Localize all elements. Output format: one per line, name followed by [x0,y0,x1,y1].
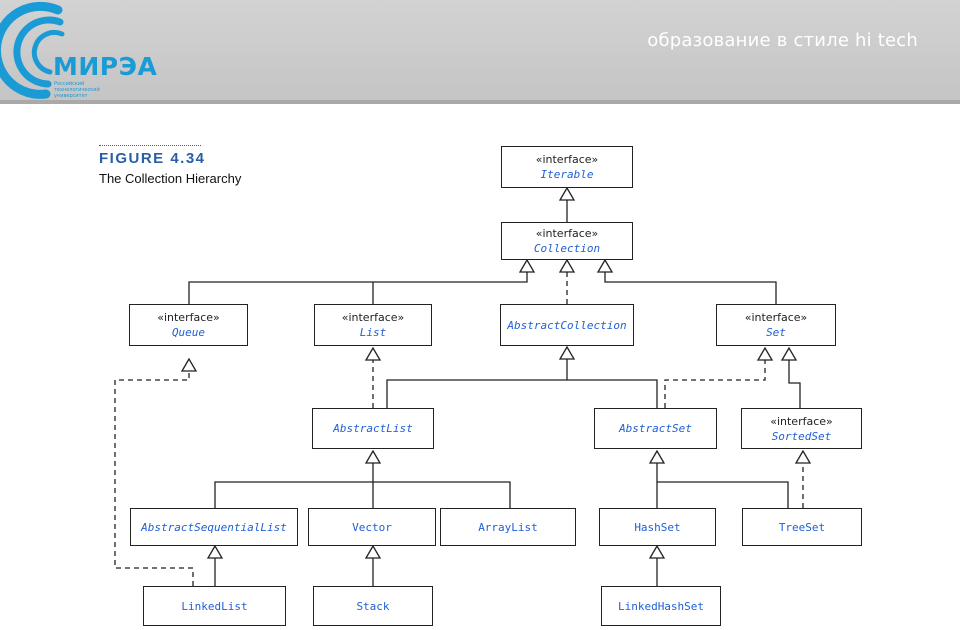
header-banner [0,0,960,104]
node-queue: «interface» Queue [129,304,248,346]
inheritance-arrow [649,450,665,464]
node-array-list: ArrayList [440,508,576,546]
node-tree-set: TreeSet [742,508,862,546]
node-stack-name: Stack [356,599,390,613]
node-queue-name: Queue [171,326,206,339]
node-hash-set-name: HashSet [634,520,681,534]
figure-caption: The Collection Hierarchy [99,171,242,186]
node-linked-list-name: LinkedList [181,599,248,613]
node-linked-list: LinkedList [143,586,286,626]
node-iterable: «interface» Iterable [501,146,633,188]
node-abstract-sequential-list: AbstractSequentialList [130,508,298,546]
inheritance-arrow [781,347,797,361]
inheritance-arrow [365,545,381,559]
node-array-list-name: ArrayList [478,520,538,534]
inheritance-arrow [559,187,575,201]
node-abstract-collection: AbstractCollection [500,304,634,346]
inheritance-arrow [207,545,223,559]
header-slogan: образование в стиле hi tech [647,30,918,51]
node-list-name: List [359,326,387,339]
inheritance-arrow [597,259,613,273]
node-linked-hash-set: LinkedHashSet [601,586,721,626]
figure-rule [99,145,201,146]
node-collection-name: Collection [533,242,601,255]
node-stack: Stack [313,586,433,626]
stereotype-label: «interface» [744,311,808,324]
header-divider [0,100,960,104]
inheritance-arrow [559,259,575,273]
inheritance-arrow [757,347,773,361]
node-abstract-collection-name: AbstractCollection [507,318,627,332]
node-iterable-name: Iterable [540,168,594,181]
mirea-logo: МИРЭА Российский технологический универс… [0,0,180,104]
inheritance-arrow [365,450,381,464]
inheritance-arrow [649,545,665,559]
node-vector: Vector [308,508,436,546]
node-list: «interface» List [314,304,432,346]
logo-arcs-icon [0,1,65,99]
logo-wordmark: МИРЭА [53,52,158,81]
inheritance-arrow [519,259,535,273]
node-abstract-set-name: AbstractSet [619,422,692,435]
stereotype-label: «interface» [535,153,599,166]
node-tree-set-name: TreeSet [778,520,826,534]
node-sorted-set: «interface» SortedSet [741,408,862,449]
node-collection: «interface» Collection [501,222,633,260]
node-set: «interface» Set [716,304,836,346]
figure-number: FIGURE 4.34 [99,150,206,167]
node-vector-name: Vector [352,520,392,534]
node-set-name: Set [766,326,786,339]
node-sorted-set-name: SortedSet [771,429,832,443]
inheritance-arrow [559,346,575,360]
node-linked-hash-set-name: LinkedHashSet [617,599,705,613]
logo-subtitle: Российский технологический университет [54,81,100,99]
inheritance-arrow [181,358,197,372]
stereotype-label: «interface» [157,311,220,324]
inheritance-arrow [795,450,811,464]
node-abstract-list-name: AbstractList [333,422,413,435]
node-abstract-sequential-list-name: AbstractSequentialList [141,520,287,534]
node-hash-set: HashSet [599,508,716,546]
stereotype-label: «interface» [341,311,405,324]
node-abstract-list: AbstractList [312,408,434,449]
stereotype-label: «interface» [535,227,599,240]
node-abstract-set: AbstractSet [594,408,717,449]
stereotype-label: «interface» [770,414,833,428]
inheritance-arrow [365,347,381,361]
